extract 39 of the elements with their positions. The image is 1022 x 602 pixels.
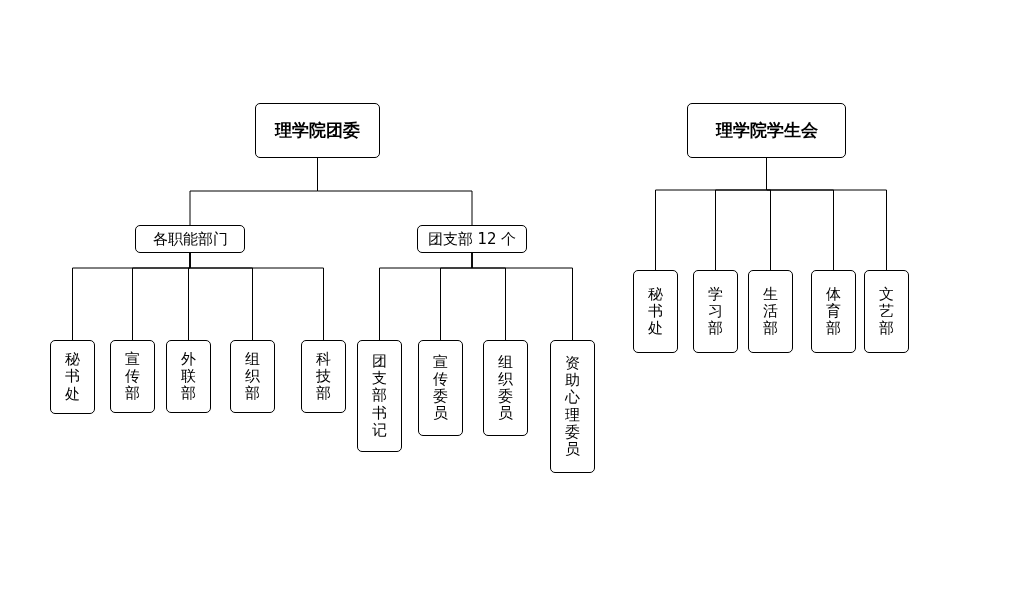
box-label: 秘书处 [648, 285, 663, 338]
org-box [255, 103, 380, 158]
org-box [135, 225, 245, 253]
box-label: 科技部 [316, 350, 331, 403]
org-box [483, 340, 528, 436]
org-box [550, 340, 595, 473]
box-label: 生活部 [763, 285, 778, 338]
org-box [693, 270, 738, 353]
box-label: 各职能部门 [152, 229, 228, 249]
org-box [166, 340, 211, 413]
connector-line [766, 157, 887, 271]
box-label: 资助心理委员 [565, 354, 580, 459]
org-box [687, 103, 846, 158]
box-label: 文艺部 [879, 285, 894, 338]
org-box [633, 270, 678, 353]
connector-line [189, 252, 324, 341]
org-box [864, 270, 909, 353]
org-box [418, 340, 463, 436]
org-box [417, 225, 527, 253]
box-label: 宣传部 [125, 350, 140, 403]
box-label: 宣传委员 [433, 353, 448, 423]
org-box [301, 340, 346, 413]
box-label: 外联部 [181, 350, 196, 403]
box-label: 组织委员 [498, 353, 513, 423]
org-box [110, 340, 155, 413]
org-box [230, 340, 275, 413]
org-box [748, 270, 793, 353]
org-box [50, 340, 95, 414]
box-label: 组织部 [245, 350, 260, 403]
org-box [357, 340, 402, 452]
box-label: 体育部 [826, 285, 841, 338]
box-label: 理学院团委 [275, 119, 360, 142]
box-label: 团支部 12 个 [427, 229, 517, 249]
box-label: 秘书处 [65, 351, 80, 403]
box-label: 团支部书记 [372, 352, 387, 440]
connector-line [471, 252, 573, 341]
box-label: 学习部 [708, 285, 723, 338]
box-label: 理学院学生会 [715, 119, 818, 142]
org-box [811, 270, 856, 353]
